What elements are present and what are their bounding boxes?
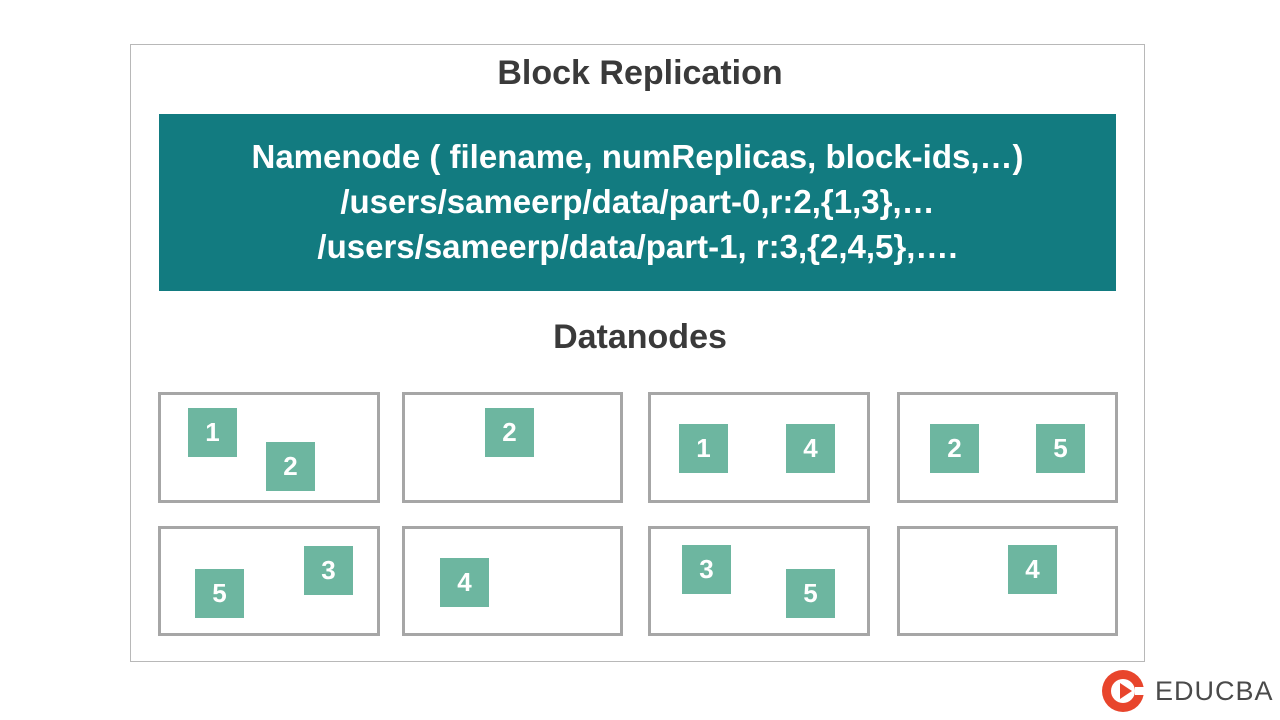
- block: 4: [1008, 545, 1057, 594]
- diagram-title: Block Replication: [497, 54, 783, 92]
- datanode-8: 4: [897, 526, 1118, 636]
- block: 4: [786, 424, 835, 473]
- educba-logo: EDUCBA: [1099, 667, 1274, 715]
- block: 5: [1036, 424, 1085, 473]
- educba-logo-icon: [1102, 670, 1147, 712]
- datanode-1: 1 2: [158, 392, 380, 503]
- brand-name: EDUCBA: [1155, 675, 1274, 706]
- datanode-4: 2 5: [897, 392, 1118, 503]
- namenode-line-2: /users/sameerp/data/part-0,r:2,{1,3},…: [340, 183, 935, 220]
- block: 4: [440, 558, 489, 607]
- block: 2: [930, 424, 979, 473]
- namenode-box: Namenode ( filename, numReplicas, block-…: [159, 114, 1116, 291]
- block: 2: [485, 408, 534, 457]
- namenode-line-1: Namenode ( filename, numReplicas, block-…: [251, 138, 1024, 175]
- block: 3: [682, 545, 731, 594]
- datanode-2: 2: [402, 392, 623, 503]
- datanode-6: 4: [402, 526, 623, 636]
- block: 5: [195, 569, 244, 618]
- namenode-line-3: /users/sameerp/data/part-1, r:3,{2,4,5},…: [317, 228, 958, 265]
- block: 3: [304, 546, 353, 595]
- block: 5: [786, 569, 835, 618]
- datanodes-title: Datanodes: [553, 318, 727, 356]
- block: 2: [266, 442, 315, 491]
- block: 1: [188, 408, 237, 457]
- datanode-7: 3 5: [648, 526, 870, 636]
- datanode-5: 5 3: [158, 526, 380, 636]
- datanode-3: 1 4: [648, 392, 870, 503]
- block: 1: [679, 424, 728, 473]
